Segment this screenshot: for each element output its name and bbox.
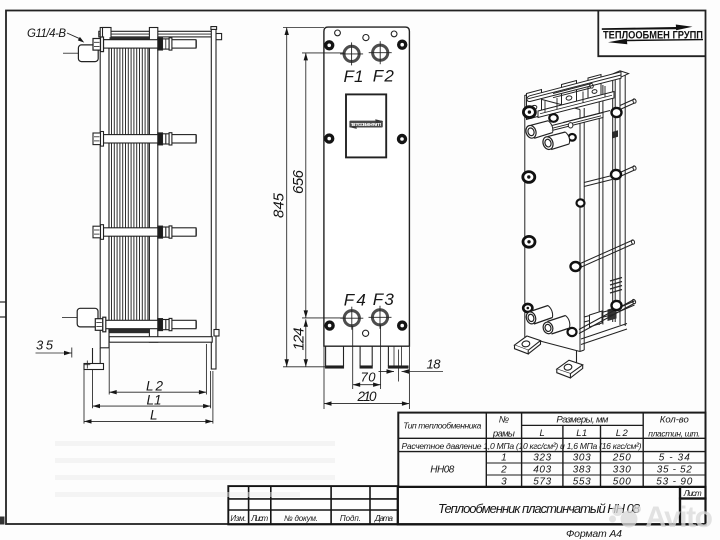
svg-text:250: 250 [612,453,631,464]
svg-text:L1: L1 [576,428,587,439]
svg-text:рамы: рамы [492,429,515,440]
svg-text:L: L [150,408,158,423]
svg-text:656: 656 [290,169,307,194]
svg-text:Размеры, мм: Размеры, мм [556,415,608,426]
svg-text:2: 2 [500,464,507,475]
svg-text:L: L [540,428,545,439]
svg-text:323: 323 [533,453,551,464]
svg-text:L2: L2 [146,379,163,394]
svg-text:Теплообменник пластинчатый НН: Теплообменник пластинчатый НН 08 [438,501,641,516]
svg-text:53 - 90: 53 - 90 [656,476,692,487]
svg-text:Дата: Дата [374,514,394,523]
svg-text:210: 210 [357,389,377,404]
svg-text:845: 845 [271,192,288,218]
svg-text:ТЕПЛООБМЕН ГРУПП: ТЕПЛООБМЕН ГРУПП [351,122,382,127]
svg-text:330: 330 [613,464,631,475]
svg-text:Кол-во: Кол-во [660,415,689,426]
svg-text:Изм.: Изм. [230,514,246,523]
svg-text:70: 70 [361,370,377,385]
svg-text:Подп.: Подп. [340,514,361,523]
svg-text:303: 303 [573,453,591,464]
svg-text:Лист: Лист [683,489,702,498]
svg-text:1: 1 [501,453,507,464]
svg-text:Лист: Лист [250,514,268,523]
svg-text:F3: F3 [373,290,395,309]
svg-text:ТЕПЛООБМЕН ГРУПП: ТЕПЛООБМЕН ГРУПП [603,29,703,41]
svg-text:124: 124 [291,328,308,351]
svg-text:№ докум.: № докум. [284,514,318,523]
svg-text:18: 18 [427,357,442,372]
svg-text:пластин, шт.: пластин, шт. [648,429,700,439]
svg-text:НН08: НН08 [430,464,454,475]
svg-text:573: 573 [533,476,551,487]
svg-text:Avito: Avito [645,501,713,534]
svg-text:F2: F2 [373,67,395,86]
svg-text:403: 403 [533,464,551,475]
svg-text:35: 35 [36,338,54,353]
svg-text:553: 553 [573,476,591,487]
svg-text:G11/4-B: G11/4-B [27,28,66,40]
svg-text:5 - 34: 5 - 34 [659,453,690,464]
svg-text:F1: F1 [344,67,364,86]
svg-text:3: 3 [501,476,507,487]
svg-text:Формат А4: Формат А4 [566,528,622,540]
svg-text:Тип теплообменника: Тип теплообменника [403,421,481,431]
svg-text:500: 500 [613,476,631,487]
svg-text:L2: L2 [616,428,629,439]
svg-text:Расчетное давление 1,0 МПа (10: Расчетное давление 1,0 МПа (10 кгс/см²) … [402,441,642,451]
svg-text:№: № [499,415,509,426]
svg-text:35 - 52: 35 - 52 [657,464,692,475]
svg-text:383: 383 [573,464,591,475]
svg-text:L1: L1 [147,392,162,407]
